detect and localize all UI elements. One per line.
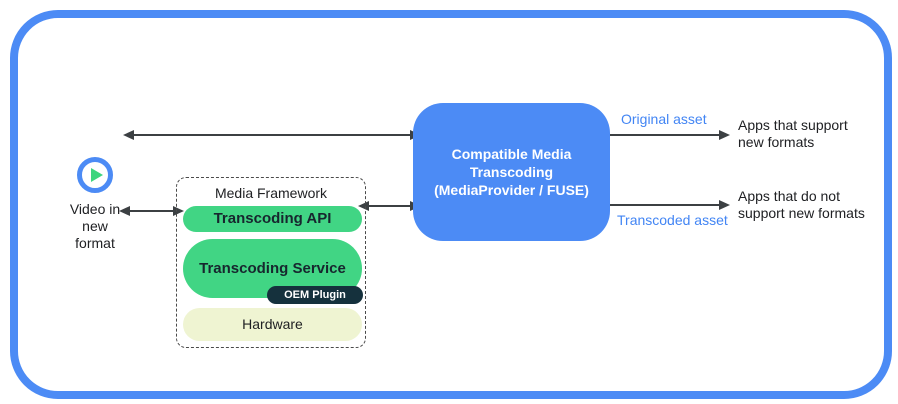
play-triangle-icon	[90, 168, 103, 182]
layer-oem-plugin: OEM Plugin	[267, 286, 363, 304]
media-framework-box: Media Framework Transcoding API Transcod…	[176, 177, 366, 348]
layer-hardware: Hardware	[183, 308, 362, 341]
arrow-original-asset	[610, 134, 720, 136]
source-label: Video in new format	[69, 201, 121, 251]
arrow-framework-to-transcoder	[368, 205, 411, 207]
apps-no-support-label: Apps that do not support new formats	[738, 188, 865, 221]
layer-transcoding-api: Transcoding API	[183, 206, 362, 232]
diagram-border	[10, 10, 892, 399]
original-asset-label: Original asset	[621, 111, 707, 127]
arrow-transcoded-asset	[610, 204, 720, 206]
apps-support-label: Apps that support new formats	[738, 117, 848, 150]
play-icon	[77, 157, 113, 193]
arrow-source-to-transcoder	[133, 134, 411, 136]
arrow-source-to-framework	[129, 210, 174, 212]
transcoded-asset-label: Transcoded asset	[617, 212, 728, 228]
media-framework-title: Media Framework	[214, 185, 328, 201]
compatible-media-transcoding-box: Compatible Media Transcoding (MediaProvi…	[413, 103, 610, 241]
